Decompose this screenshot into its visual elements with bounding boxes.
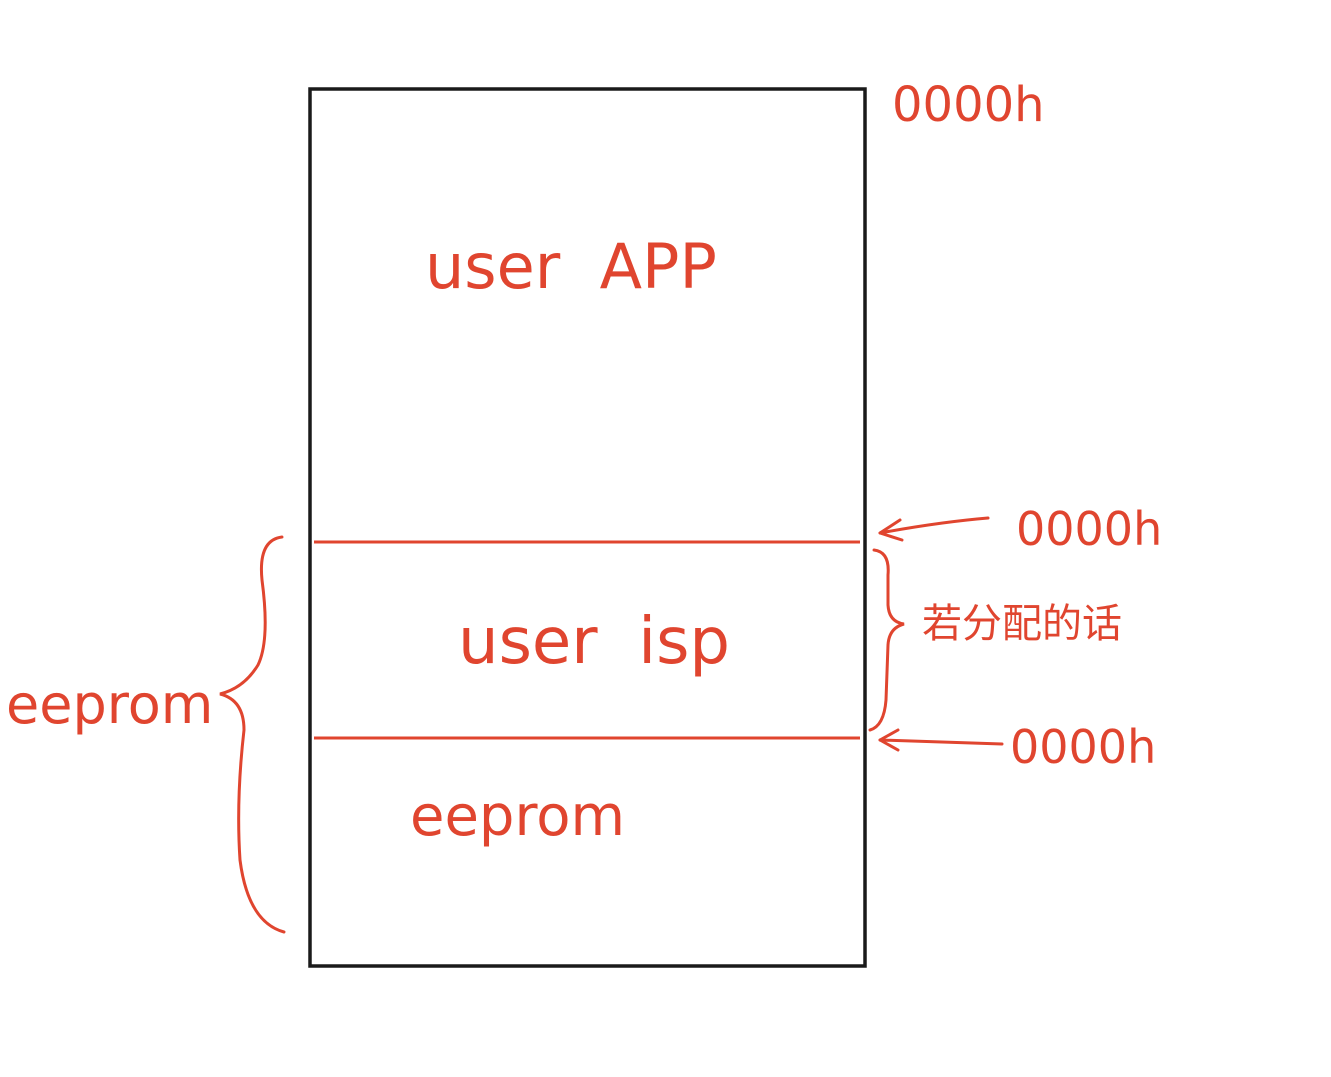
region-label-user-app: user APP <box>425 230 717 303</box>
annotation-eeprom-range: eeprom <box>6 673 213 736</box>
address-label-isp-end: 0000h <box>1010 720 1156 774</box>
address-label-isp-start: 0000h <box>1016 502 1162 556</box>
memory-block-outline <box>308 87 867 968</box>
annotation-if-allocated: 若分配的话 <box>922 601 1122 647</box>
region-label-user-isp: user isp <box>458 605 730 679</box>
brace-icon-eeprom <box>219 535 286 934</box>
arrow-icon-isp-end <box>878 728 1004 752</box>
arrow-icon-isp-start <box>878 516 990 542</box>
address-label-top: 0000h <box>892 77 1045 133</box>
brace-icon-isp <box>868 548 905 732</box>
region-label-eeprom: eeprom <box>410 784 625 849</box>
